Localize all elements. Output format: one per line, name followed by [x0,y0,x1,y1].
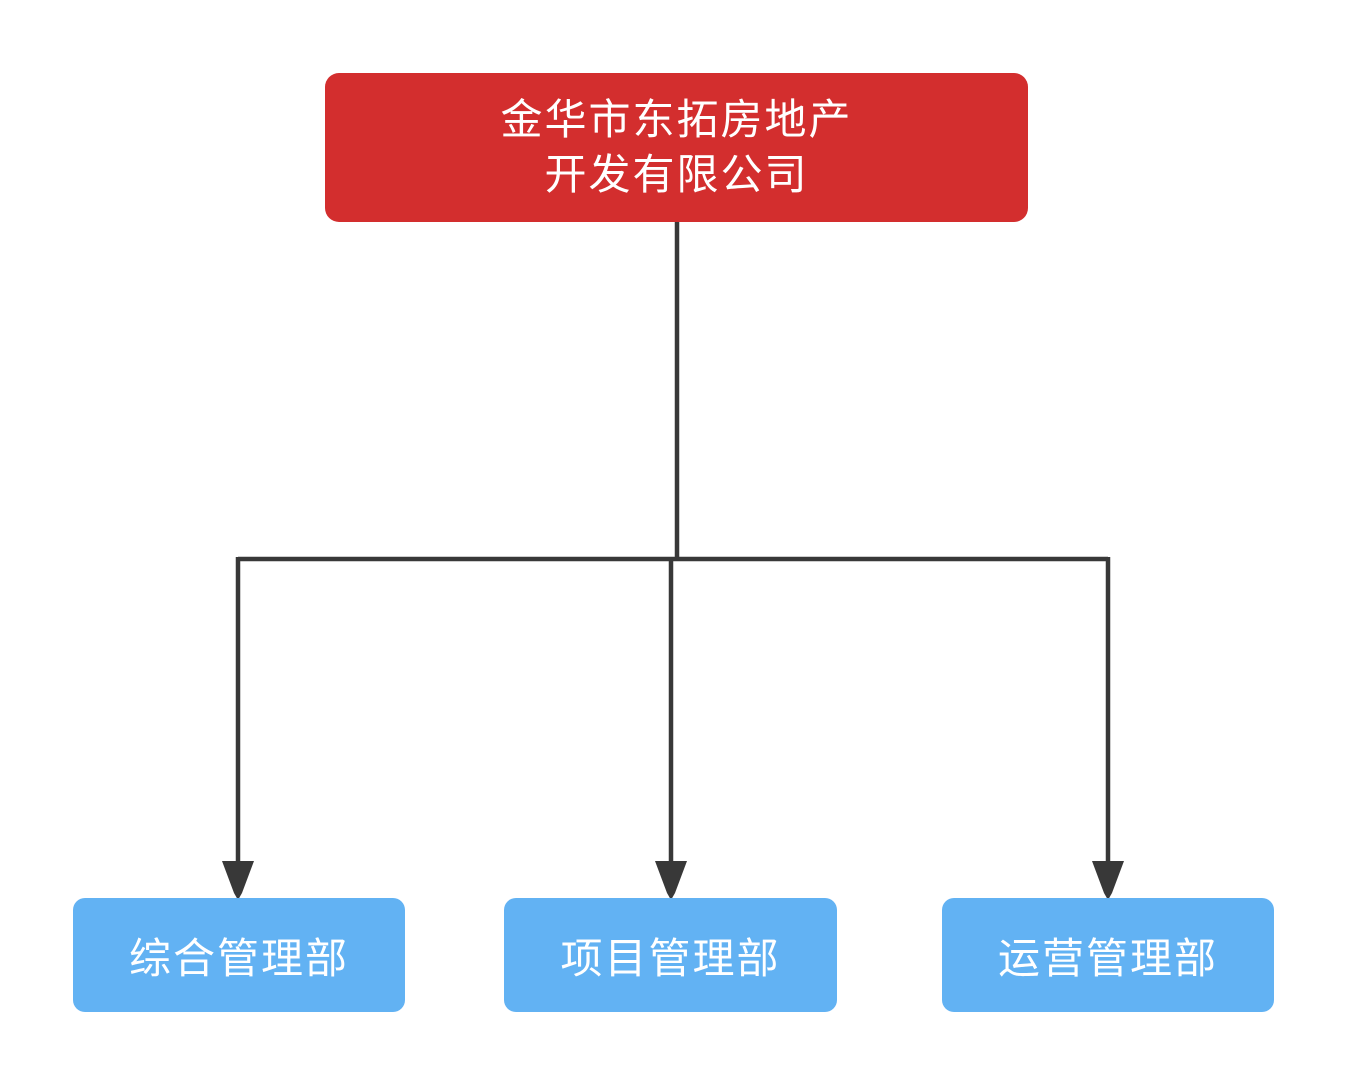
dept-label: 综合管理部 [128,934,349,982]
org-node-dept-project[interactable]: 项目管理部 [504,898,837,1012]
root-label-line1: 金华市东拓房地产 [500,95,853,143]
org-node-dept-general[interactable]: 综合管理部 [73,898,405,1012]
arrowhead-icon-middle [655,861,687,900]
arrowhead-icon-right [1092,861,1124,900]
root-label-line2: 开发有限公司 [544,150,809,198]
org-node-root[interactable]: 金华市东拓房地产 开发有限公司 [325,73,1028,222]
dept-label: 项目管理部 [560,934,781,982]
arrowhead-icon-left [222,861,254,900]
org-node-dept-operations[interactable]: 运营管理部 [942,898,1274,1012]
dept-label: 运营管理部 [997,934,1218,982]
